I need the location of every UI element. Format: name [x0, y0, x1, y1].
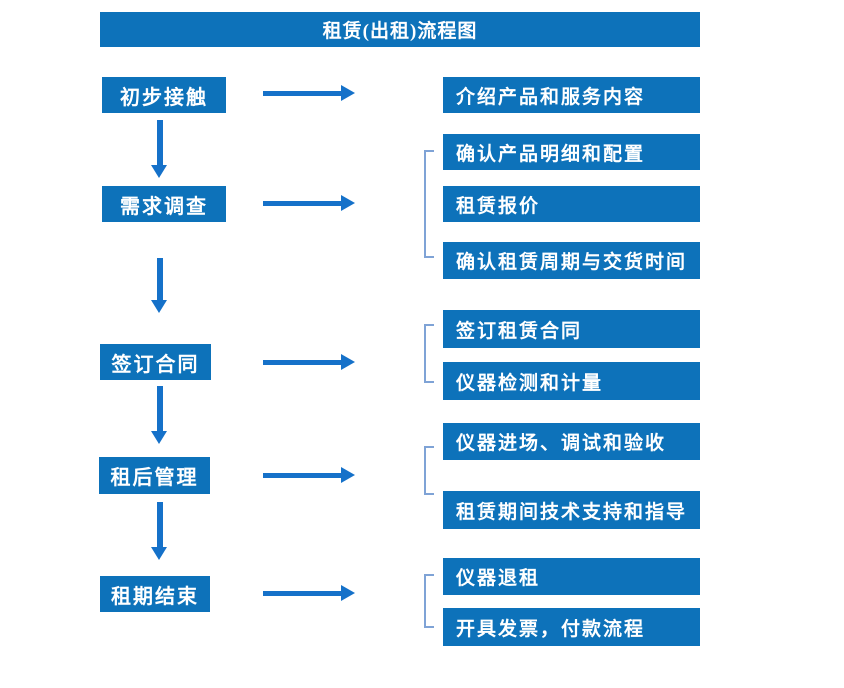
right-arrow-5	[263, 585, 355, 601]
output-box-technical-support: 租赁期间技术支持和指导	[443, 491, 700, 529]
down-arrow-1-head	[151, 165, 167, 178]
stage-box-initial-contact: 初步接触	[102, 77, 226, 113]
down-arrow-4-head	[151, 547, 167, 560]
page-title: 租赁(出租)流程图	[100, 12, 700, 47]
down-arrow-1-shaft	[157, 120, 163, 165]
down-arrow-1	[151, 120, 168, 178]
right-arrow-3-head	[341, 354, 355, 370]
group-bracket-contract	[424, 324, 434, 383]
down-arrow-2-shaft	[157, 258, 163, 300]
stage-box-requirements-survey: 需求调查	[102, 186, 226, 222]
right-arrow-1-head	[341, 85, 355, 101]
down-arrow-4-shaft	[157, 502, 163, 547]
down-arrow-2-head	[151, 300, 167, 313]
output-box-rental-quote: 租赁报价	[443, 186, 700, 222]
group-bracket-requirements	[424, 150, 434, 258]
stage-box-contract-signing: 签订合同	[100, 344, 211, 380]
output-box-instrument-return: 仪器退租	[443, 558, 700, 595]
right-arrow-4-shaft	[263, 473, 342, 478]
right-arrow-3-shaft	[263, 360, 342, 365]
output-box-instrument-installation: 仪器进场、调试和验收	[443, 423, 700, 460]
down-arrow-3-head	[151, 431, 167, 444]
down-arrow-3	[151, 386, 168, 444]
down-arrow-2	[151, 258, 168, 313]
output-box-sign-rental-contract: 签订租赁合同	[443, 310, 700, 348]
right-arrow-1	[263, 85, 355, 101]
group-bracket-post-rental	[424, 446, 434, 495]
group-bracket-lease-end	[424, 574, 434, 628]
right-arrow-4-head	[341, 467, 355, 483]
right-arrow-5-head	[341, 585, 355, 601]
output-box-introduce-products: 介绍产品和服务内容	[443, 77, 700, 113]
stage-box-post-rental-management: 租后管理	[99, 457, 210, 494]
right-arrow-2	[263, 195, 355, 211]
right-arrow-4	[263, 467, 355, 483]
output-box-instrument-inspection: 仪器检测和计量	[443, 362, 700, 400]
right-arrow-2-head	[341, 195, 355, 211]
output-box-confirm-product-details: 确认产品明细和配置	[443, 134, 700, 170]
output-box-invoice-payment: 开具发票，付款流程	[443, 608, 700, 646]
stage-box-lease-end: 租期结束	[100, 576, 210, 612]
right-arrow-2-shaft	[263, 201, 342, 206]
right-arrow-5-shaft	[263, 591, 342, 596]
down-arrow-3-shaft	[157, 386, 163, 431]
output-box-confirm-period-delivery: 确认租赁周期与交货时间	[443, 242, 700, 279]
right-arrow-3	[263, 354, 355, 370]
right-arrow-1-shaft	[263, 91, 342, 96]
down-arrow-4	[151, 502, 168, 560]
